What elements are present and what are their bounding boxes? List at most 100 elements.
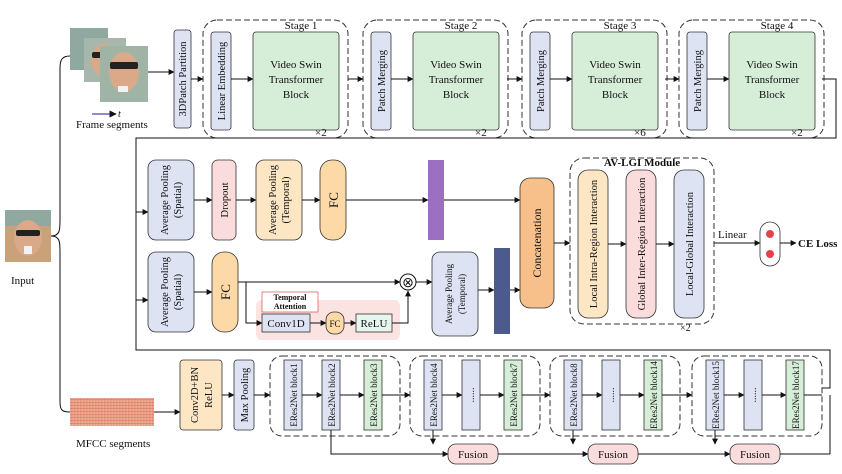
output-node-1 [766, 230, 774, 238]
dropout-label: Dropout [220, 182, 231, 217]
stage-4-pre-box [686, 31, 708, 131]
relu-to-multiply-arrow [392, 290, 411, 324]
maxpool-label: Max Pooling [240, 367, 251, 422]
stage-1-repeat: ×2 [315, 127, 327, 139]
eres-group-4-last-label: ERes2Net block17 [791, 361, 801, 429]
row3-avgpool-spatial-line2: (Spatial) [173, 273, 184, 310]
stage-4-pre-label: Patch Merging [693, 49, 704, 112]
stage-4-swin-block [728, 31, 816, 131]
av-lgi-module-frame [569, 157, 715, 325]
row3-avgpool-temporal-box [431, 251, 479, 337]
eres-group-3-dots: ...... [606, 388, 617, 403]
stage-2-block-line-2: Transformer [429, 74, 484, 86]
eres2net-groups: ERes2Net block1 ERes2Net block2 ERes2Net b… [269, 355, 831, 465]
relu-label: ReLU [361, 318, 388, 330]
output-logits-box [759, 221, 781, 267]
time-symbol: t [118, 109, 121, 120]
linear-label: Linear [718, 229, 747, 241]
row3-fc-box [211, 251, 239, 333]
stage4-to-row3-connector [135, 212, 149, 303]
fusion-label-1: Fusion [458, 449, 488, 461]
fusion-label-2: Fusion [598, 449, 628, 461]
stage4-to-row2-connector [135, 78, 837, 215]
patch-partition-label: 3DPatch Partition [178, 41, 189, 117]
stage-4-block-line-1: Video Swin [746, 59, 798, 71]
stage-2-block-line-1: Video Swin [430, 59, 482, 71]
row2-avgpool-temporal-line1: Average Pooling [268, 164, 279, 235]
stage-3-block-line-2: Transformer [588, 74, 643, 86]
row3-avgpool-temporal-line2: (Temporal) [457, 274, 467, 314]
eres-group-2-frame [409, 355, 541, 437]
local-intra-region-label: Local Intra-Region Interaction [589, 179, 600, 308]
row3-fc-label: FC [218, 284, 233, 300]
input-to-frames-connector [50, 55, 71, 237]
eres-group-2-dots: ...... [466, 388, 477, 403]
temporal-attention-line2: Attention [274, 302, 307, 311]
eres-group-3-last-label: ERes2Net block14 [649, 361, 659, 429]
row2-avgpool-temporal-box [255, 159, 303, 241]
stage-2-block-line-3: Block [443, 89, 470, 101]
fc-to-conv1d-arrow [245, 282, 263, 326]
stage-4-title: Stage 4 [761, 20, 794, 32]
eres-group-1-first-label: ERes2Net block1 [289, 363, 299, 426]
eres-group-1-last-label: ERes2Net block3 [369, 363, 379, 427]
local-global-label: Local-Global Interaction [685, 191, 696, 296]
stage-1-swin-block [252, 31, 340, 131]
conv2d-bn-relu-box [179, 359, 223, 431]
temporal-attention-tag [261, 291, 319, 313]
stage-1-pre-label: Linear Embedding [217, 41, 228, 120]
stage-2-repeat: ×2 [475, 127, 487, 139]
relu-audio-label: ReLU [204, 382, 215, 408]
row2-avgpool-spatial-box [147, 159, 195, 241]
row2-avgpool-spatial-line2: (Spatial) [173, 181, 184, 218]
frame-segments-label: Frame segments [76, 119, 148, 131]
frame-segments-image [70, 28, 148, 102]
global-inter-region-label: Global Inter-Region Interaction [637, 177, 648, 310]
input-label: Input [11, 275, 34, 287]
stage-2-swin-block [412, 31, 500, 131]
input-to-mfcc-connector [50, 235, 71, 413]
row3-avgpool-temporal-line1: Average Pooling [444, 263, 454, 324]
stage-3-block-line-3: Block [602, 89, 629, 101]
stage-1-block-line-3: Block [283, 89, 310, 101]
output-node-2 [766, 250, 774, 258]
stage-3-pre-label: Patch Merging [536, 49, 547, 112]
stage-3-block-line-1: Video Swin [589, 59, 641, 71]
input-face-image [5, 210, 51, 262]
group1-to-fusion1-connector [330, 430, 449, 457]
stage-1-title: Stage 1 [285, 20, 318, 32]
conv2d-bn-label: Conv2D+BN [190, 367, 201, 424]
row2-avgpool-spatial-line1: Average Pooling [160, 164, 171, 235]
eres-group-1-middle-label: ERes2Net block2 [327, 363, 337, 426]
stage-2-pre-label: Patch Merging [377, 49, 388, 112]
attention-fc-label: FC [329, 319, 340, 329]
stage-1-block-line-1: Video Swin [270, 59, 322, 71]
stage-3-swin-block [571, 31, 659, 131]
eres-group-2-first-label: ERes2Net block4 [429, 363, 439, 427]
row2-fc-label: FC [326, 192, 341, 208]
conv1d-label: Conv1D [267, 318, 304, 330]
row2-avgpool-temporal-line2: (Temporal) [281, 176, 292, 224]
av-lgi-repeat: ×2 [680, 323, 691, 334]
multiply-symbol: ⊗ [402, 276, 414, 291]
stage-2-pre-box [370, 31, 392, 131]
stage-2-title: Stage 2 [445, 20, 478, 32]
eres-group-2-last-label: ERes2Net block7 [509, 363, 519, 427]
eres-group-1-frame [269, 355, 401, 437]
audio-to-row3-connector [135, 300, 831, 389]
concatenation-label: Concatenation [530, 208, 544, 277]
eres-group-3-first-label: ERes2Net block8 [569, 363, 579, 427]
eres-group-4-frame [691, 355, 823, 437]
stage-4-block-line-3: Block [759, 89, 786, 101]
local-global-box [673, 169, 705, 319]
stage-3-repeat: ×6 [634, 127, 646, 139]
stage-4-repeat: ×2 [791, 127, 803, 139]
row3-fused-feature-bar [494, 248, 510, 334]
ce-loss-label: CE Loss [798, 238, 838, 250]
fusion-label-3: Fusion [740, 449, 770, 461]
eres-group-4-dots: ...... [748, 388, 759, 403]
eres-group-4-first-label: ERes2Net block15 [711, 361, 721, 429]
stage-1-pre-box [210, 31, 232, 131]
mfcc-segments-label: MFCC segments [76, 438, 150, 450]
